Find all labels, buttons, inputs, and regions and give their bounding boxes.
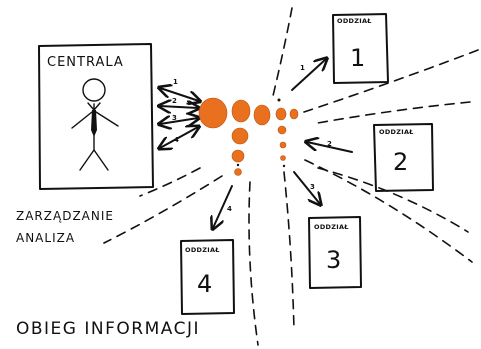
hub-blob [279, 141, 287, 149]
arrow-label: 2 [172, 97, 177, 105]
arrow-centrala-4 [160, 127, 198, 148]
branch-number: 1 [350, 44, 365, 72]
arrow-branch-3 [293, 171, 320, 204]
arrow-label: 4 [227, 205, 232, 213]
branch-header: ODDZIAŁ [314, 223, 349, 231]
arrow-label: 3 [172, 114, 177, 122]
arrow-label: 2 [327, 140, 332, 148]
branch-number: 4 [197, 270, 212, 298]
branch-header: ODDZIAŁ [185, 246, 220, 254]
person-icon [71, 78, 119, 171]
centrala-title: CENTRALA [47, 55, 124, 70]
hub-blob [234, 168, 242, 176]
branch-1: ODDZIAŁ 1 1 [291, 13, 389, 91]
analysis-label: ANALIZA [16, 231, 75, 245]
arrow-label: 4 [174, 136, 179, 144]
arrow-label: 3 [310, 183, 315, 191]
branch-4: ODDZIAŁ 4 4 [180, 185, 235, 315]
arrow-label: 1 [173, 78, 178, 86]
hub-blob [275, 107, 287, 121]
hub-blob [277, 125, 287, 135]
centrala-arrows: 1 2 3 4 [160, 78, 199, 148]
branch-header: ODDZIAŁ [337, 17, 372, 25]
hub-blob [253, 104, 271, 126]
arrow-centrala-1 [160, 88, 199, 101]
hub-blob [231, 127, 249, 145]
branch-number: 2 [393, 148, 408, 176]
dashed-lines [103, 7, 479, 346]
hub-blob [231, 149, 245, 163]
arrow-branch-2 [307, 142, 353, 153]
arrow-centrala-3 [160, 118, 198, 124]
branch-2: ODDZIAŁ 2 2 [307, 123, 434, 192]
branch-number: 3 [326, 246, 341, 274]
hub-blob [198, 97, 228, 129]
management-label: ZARZĄDZANIE [16, 209, 114, 223]
hub-blob [280, 155, 286, 161]
arrow-centrala-2 [160, 106, 198, 108]
hub-blob [289, 108, 299, 120]
information-hub [198, 97, 299, 176]
hub-blob [231, 99, 251, 123]
arrow-branch-4 [213, 185, 233, 228]
branch-3: ODDZIAŁ 3 3 [293, 171, 362, 289]
branch-header: ODDZIAŁ [379, 128, 414, 136]
centrala-box: CENTRALA [38, 43, 154, 190]
caption: OBIEG INFORMACJI [16, 319, 200, 339]
arrow-branch-1 [291, 59, 326, 91]
arrow-label: 1 [300, 64, 305, 72]
